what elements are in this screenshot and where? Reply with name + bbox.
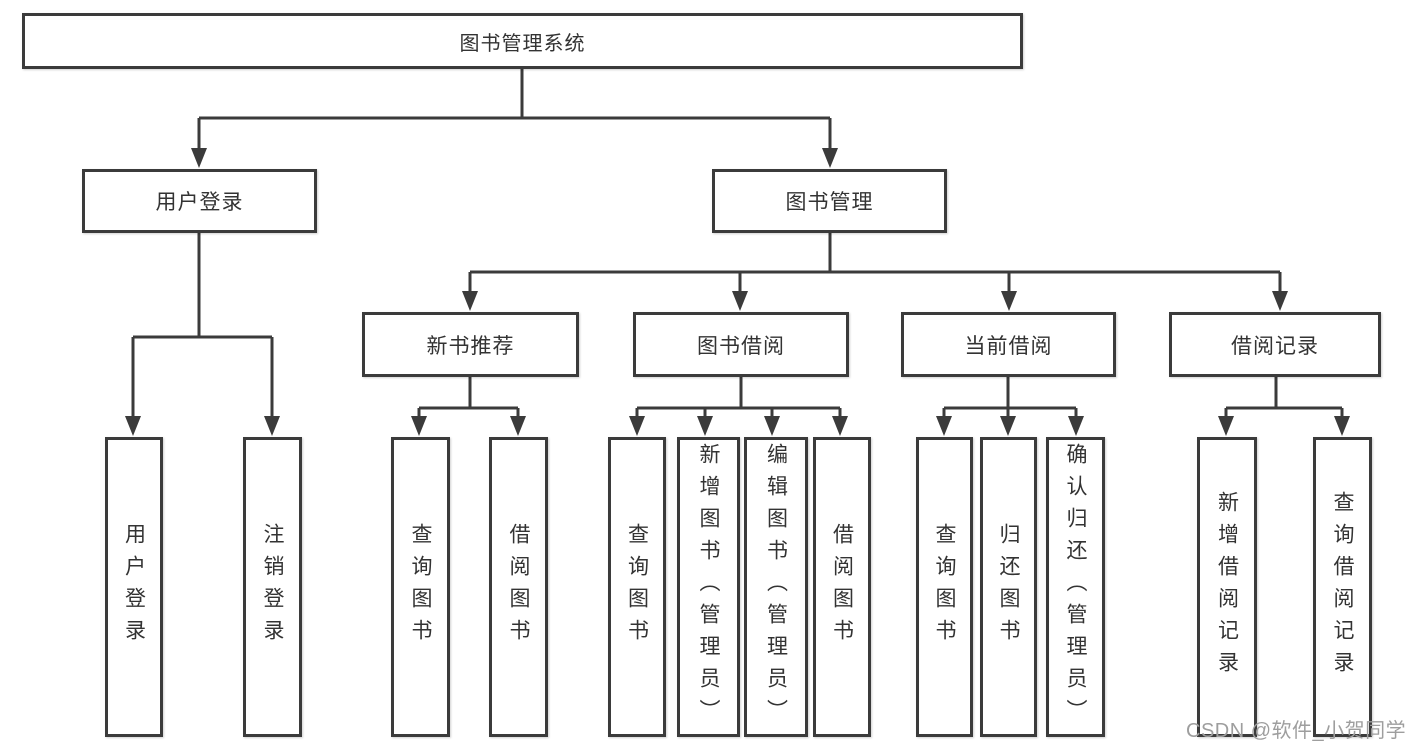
node-new-book-recommend: 新书推荐 <box>362 312 579 377</box>
leaf-add-book-admin: 新增图书（管理员） <box>677 437 740 737</box>
leaf-user-login: 用户登录 <box>105 437 163 737</box>
leaf-query-books-current-label: 查询图书 <box>933 523 956 651</box>
node-root: 图书管理系统 <box>22 13 1023 69</box>
leaf-query-books-current: 查询图书 <box>916 437 973 737</box>
node-new-book-recommend-label: 新书推荐 <box>426 334 515 358</box>
leaf-add-book-admin-label: 新增图书（管理员） <box>697 443 720 731</box>
leaf-query-borrow-record: 查询借阅记录 <box>1313 437 1372 737</box>
leaf-return-books-label: 归还图书 <box>997 523 1020 651</box>
leaf-query-books-borrow: 查询图书 <box>608 437 666 737</box>
leaf-add-borrow-record-label: 新增借阅记录 <box>1215 491 1239 683</box>
leaf-query-books-recommend: 查询图书 <box>391 437 450 737</box>
leaf-borrow-books-recommend-label: 借阅图书 <box>507 523 530 651</box>
connector-login-to-leaves <box>131 233 274 417</box>
arrowheads <box>125 148 1350 436</box>
connector-borrow-to-leaves <box>635 377 842 417</box>
node-book-borrow-label: 图书借阅 <box>697 334 785 358</box>
connector-root-to-level2 <box>197 69 832 149</box>
node-book-management: 图书管理 <box>712 169 947 233</box>
csdn-watermark: CSDN @软件_小贺同学 <box>1186 720 1405 742</box>
connector-records-to-leaves <box>1224 377 1344 417</box>
leaf-logout: 注销登录 <box>243 437 302 737</box>
node-borrow-records: 借阅记录 <box>1169 312 1381 377</box>
leaf-borrow-books-recommend: 借阅图书 <box>489 437 548 737</box>
connector-manage-to-level3 <box>468 233 1282 292</box>
leaf-query-borrow-record-label: 查询借阅记录 <box>1331 491 1354 683</box>
leaf-user-login-label: 用户登录 <box>122 523 146 651</box>
node-current-borrow: 当前借阅 <box>901 312 1116 377</box>
leaf-edit-book-admin: 编辑图书（管理员） <box>744 437 808 737</box>
node-root-label: 图书管理系统 <box>459 32 586 55</box>
leaf-query-books-borrow-label: 查询图书 <box>625 523 649 651</box>
node-user-login-label: 用户登录 <box>155 191 244 214</box>
leaf-confirm-return-admin: 确认归还（管理员） <box>1046 437 1105 737</box>
node-book-management-label: 图书管理 <box>785 191 874 214</box>
leaf-borrow-books-borrow-label: 借阅图书 <box>830 523 854 651</box>
connector-current-to-leaves <box>942 377 1078 417</box>
node-borrow-records-label: 借阅记录 <box>1231 334 1319 358</box>
connector-recommend-to-leaves <box>417 377 520 417</box>
leaf-logout-label: 注销登录 <box>261 523 284 651</box>
leaf-return-books: 归还图书 <box>980 437 1037 737</box>
leaf-edit-book-admin-label: 编辑图书（管理员） <box>764 443 788 731</box>
node-current-borrow-label: 当前借阅 <box>964 334 1053 358</box>
node-user-login: 用户登录 <box>82 169 317 233</box>
node-book-borrow: 图书借阅 <box>633 312 849 377</box>
leaf-borrow-books-borrow: 借阅图书 <box>813 437 871 737</box>
leaf-confirm-return-admin-label: 确认归还（管理员） <box>1064 443 1087 731</box>
leaf-query-books-recommend-label: 查询图书 <box>409 523 432 651</box>
leaf-add-borrow-record: 新增借阅记录 <box>1197 437 1257 737</box>
